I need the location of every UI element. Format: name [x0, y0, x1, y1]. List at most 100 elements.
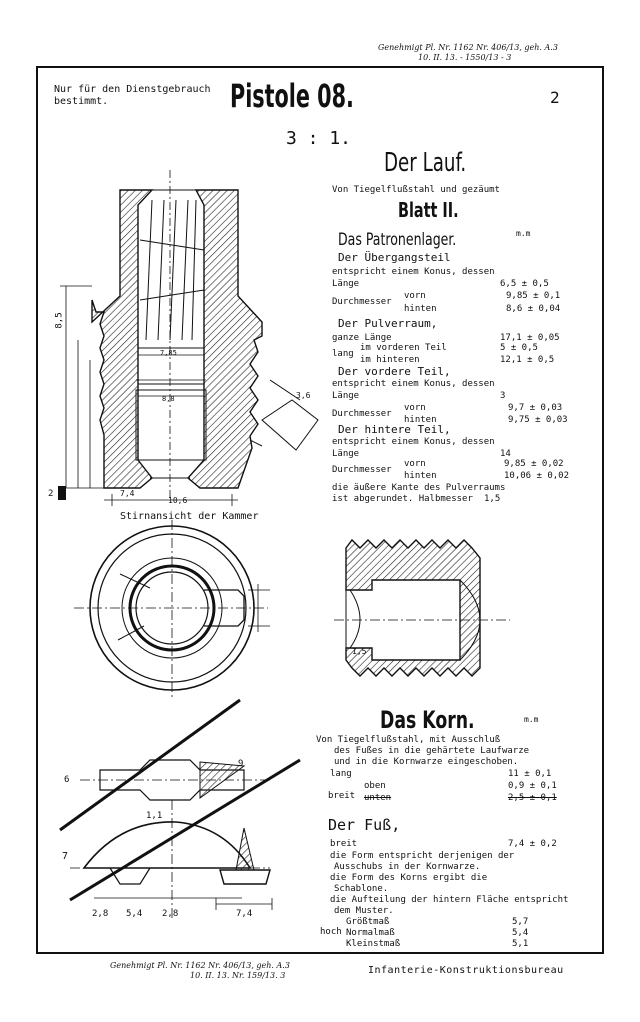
dim-3-6: 3,6: [296, 391, 311, 400]
pulverraum-ganze-label: ganze Länge: [332, 333, 392, 343]
vordere-laenge-label: Länge: [332, 391, 360, 401]
hintere-note2: ist abgerundet. Halbmesser: [332, 494, 473, 504]
page-title: Pistole 08.: [230, 77, 354, 115]
pulverraum-ganze-row: ganze Länge 17,1 ± 0,05: [332, 333, 560, 343]
korn-lang-row: lang 11 ± 0,1: [330, 769, 551, 779]
barrel-section-drawing: [58, 170, 319, 506]
fuss-breit-label: breit: [330, 839, 358, 849]
hintere-laenge-label: Länge: [332, 449, 360, 459]
fuss-breit-value: 7,4 ± 0,2: [508, 839, 557, 849]
uebergang-title: Der Übergangsteil: [338, 251, 451, 264]
fuss-text4: Schablone.: [334, 884, 389, 894]
korn-oben-value: 0,9 ± 0,1: [508, 781, 557, 791]
vordere-hinten-label: hinten: [404, 415, 437, 425]
restriction-note: Nur für den Dienstgebrauch bestimmt.: [54, 84, 211, 108]
front-sight-section: [334, 538, 510, 677]
pulverraum-title: Der Pulverraum,: [338, 317, 438, 330]
korn-unten-value: 2,5 ± 0,1: [508, 793, 557, 803]
lauf-title: Der Lauf.: [384, 148, 467, 178]
footer-bureau: Infanterie-Konstruktionsbureau: [368, 965, 564, 976]
stirnansicht-label: Stirnansicht der Kammer: [120, 511, 259, 522]
dim-2: 2: [48, 489, 54, 499]
top-note-line2: 10. II. 13. - 1550/13 - 3: [418, 53, 512, 62]
fuss-groesst-row: Größtmaß 5,7: [346, 917, 528, 927]
vordere-title: Der vordere Teil,: [338, 365, 451, 378]
uebergang-hinten-row: hinten 8,6 ± 0,04: [404, 305, 560, 314]
korn-oben-row: oben 0,9 ± 0,1: [364, 782, 557, 791]
vordere-vorn-label: vorn: [404, 403, 426, 413]
fuss-normal-value: 5,4: [512, 928, 529, 938]
fuss-normal-label: Normalmaß: [346, 928, 395, 938]
top-note-line1: Genehmigt Pl. Nr. 1162 Nr. 406/13, geh. …: [378, 43, 558, 52]
korn-note: m.m: [524, 715, 539, 724]
vordere-intro: entspricht einem Konus, dessen: [332, 379, 495, 389]
fuss-groesst-value: 5,7: [512, 917, 529, 927]
fuss-text1: die Form entspricht derjenigen der: [330, 851, 515, 861]
pulverraum-vorderer-value: 5 ± 0,5: [500, 343, 538, 353]
pulverraum-ganze-value: 17,1 ± 0,05: [500, 333, 560, 343]
hintere-laenge-row: Länge 14: [332, 449, 511, 459]
pulverraum-vorderer-row: im vorderen Teil 5 ± 0,5: [360, 343, 538, 353]
dim-5-4: 5,4: [126, 909, 143, 919]
fuss-text2: Ausschubs in der Kornwarze.: [334, 862, 481, 872]
hintere-laenge-value: 14: [500, 449, 511, 459]
dim-1-5: 1,5: [352, 647, 367, 656]
korn-unten-label: unten: [364, 793, 392, 803]
lauf-sheet: Blatt II.: [398, 198, 459, 222]
end-view-drawing: [74, 520, 270, 700]
patronenlager-title: Das Patronenlager.: [338, 230, 457, 250]
uebergang-vorn-label: vorn: [404, 291, 426, 301]
top-approval-note: Genehmigt Pl. Nr. 1162 Nr. 406/13, geh. …: [378, 44, 558, 62]
pulverraum-hinterer-value: 12,1 ± 0,5: [500, 355, 555, 365]
uebergang-durchmesser-label: Durchmesser: [332, 297, 392, 307]
dim-7-4: 7,4: [120, 489, 135, 498]
korn-breit-label: breit: [328, 791, 356, 801]
dim-2-8-right: 2,8: [162, 909, 179, 919]
hintere-note1: die äußere Kante des Pulverraums: [332, 483, 506, 493]
fuss-text5: die Aufteilung der hintern Fläche entspr…: [330, 895, 569, 905]
lauf-material: Von Tiegelflußstahl und gezäumt: [332, 185, 500, 195]
hintere-title: Der hintere Teil,: [338, 423, 451, 436]
hintere-intro: entspricht einem Konus, dessen: [332, 437, 495, 447]
fuss-groesst-label: Größtmaß: [346, 917, 390, 927]
footer-signature-line1: Genehmigt Pl. Nr. 1162 Nr. 406/13, geh. …: [110, 961, 290, 970]
korn-unten-row: unten 2,5 ± 0,1: [364, 793, 557, 803]
korn-drawings: [59, 698, 301, 920]
fuss-normal-row: Normalmaß 5,4: [346, 928, 528, 938]
uebergang-intro: entspricht einem Konus, dessen: [332, 267, 495, 277]
pulverraum-vorderer-label: im vorderen Teil: [360, 343, 447, 353]
fuss-klein-label: Kleinstmaß: [346, 939, 401, 949]
dim-8-5: 8,5: [54, 312, 65, 329]
korn-lang-label: lang: [330, 769, 352, 779]
dim-7-4-korn: 7,4: [236, 909, 253, 919]
korn-desc2: des Fußes in die gehärtete Laufwarze: [334, 746, 530, 756]
vordere-hinten-row: hinten 9,75 ± 0,03: [404, 415, 568, 425]
pulverraum-hinterer-label: im hinteren: [360, 355, 420, 365]
hintere-vorn-value: 9,85 ± 0,02: [504, 459, 564, 469]
fuss-text6: dem Muster.: [334, 906, 394, 916]
dim-11: 1,1: [146, 811, 163, 821]
uebergang-vorn-value: 9,85 ± 0,1: [506, 291, 561, 301]
dim-8-8: 8,8: [162, 395, 175, 403]
uebergang-laenge-value: 6,5 ± 0,5: [500, 279, 549, 289]
hintere-hinten-label: hinten: [404, 471, 437, 481]
restriction-line1: Nur für den Dienstgebrauch: [54, 84, 211, 95]
vordere-vorn-row: vorn 9,7 ± 0,03: [404, 403, 562, 413]
vordere-vorn-value: 9,7 ± 0,03: [508, 403, 563, 413]
hintere-vorn-row: vorn 9,85 ± 0,02: [404, 459, 564, 469]
uebergang-vorn-row: vorn 9,85 ± 0,1: [404, 291, 560, 301]
footer-signature: Genehmigt Pl. Nr. 1162 Nr. 406/13, geh. …: [110, 962, 290, 980]
fuss-klein-value: 5,1: [512, 939, 529, 949]
uebergang-hinten-value: 8,6 ± 0,04: [506, 304, 561, 314]
korn-title: Das Korn.: [380, 706, 475, 734]
fuss-text3: die Form des Korns ergibt die: [330, 873, 488, 883]
korn-desc3: und in die Kornwarze eingeschoben.: [334, 757, 519, 767]
fuss-breit-row: breit 7,4 ± 0,2: [330, 839, 557, 849]
hintere-vorn-label: vorn: [404, 459, 426, 469]
scale-label: 3 : 1.: [286, 128, 352, 149]
patronenlager-note: m.m: [516, 229, 531, 238]
vordere-durchmesser-label: Durchmesser: [332, 409, 392, 419]
vordere-laenge-value: 3: [500, 391, 506, 401]
hintere-note2-row: ist abgerundet. Halbmesser 1,5: [332, 494, 500, 504]
fuss-klein-row: Kleinstmaß 5,1: [346, 939, 528, 949]
